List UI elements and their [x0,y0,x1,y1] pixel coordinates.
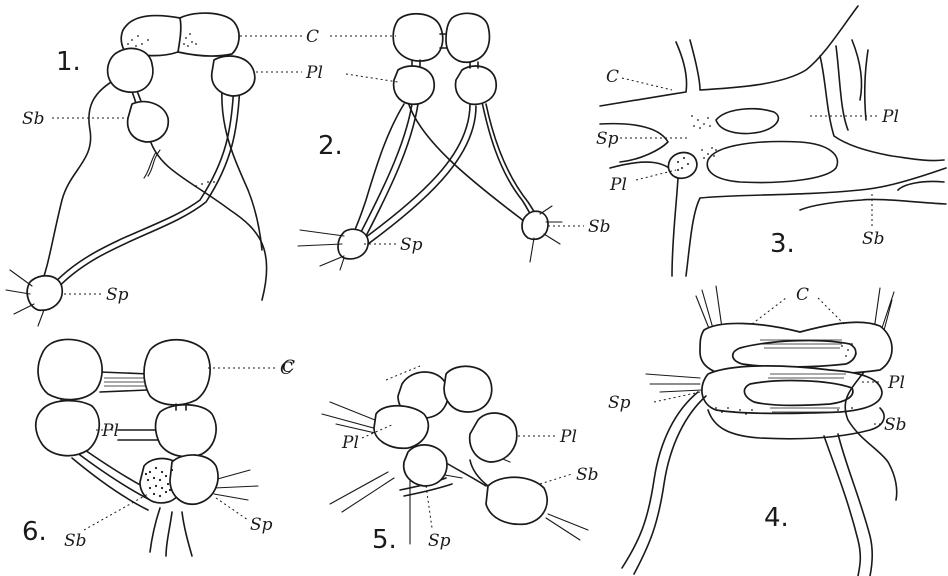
figure-4-label-sp: Sp [608,393,631,413]
figure-1-label-sb: Sb [22,109,45,129]
pleural-ganglion [108,48,153,92]
figure-4-label-pl: Pl [887,373,905,393]
figure-3-label-c: C [606,67,619,87]
figure-3-label-sb: Sb [862,229,885,249]
figure-4: 4. C Pl Sp Sb [608,285,907,576]
figure-2-label-sb: Sb [588,217,611,237]
figure-5-label-pl: Pl [341,433,359,453]
figure-5-label-sp: Sp [428,531,451,551]
figure-1-label-pl: Pl [305,63,323,83]
figure-3: 3. C Pl Sp Pl Sb [596,6,946,276]
figure-6: 6. C Pl Sb Sp [22,339,293,556]
figure-3-label-pl: Pl [881,107,899,127]
cerebral-ganglion [444,366,492,412]
subintestinal-ganglion [128,102,169,142]
pleural-ganglion [470,413,517,462]
supraintestinal-ganglion [404,445,447,486]
figure-3-label-pl-2: Pl [609,175,627,195]
pleural-ganglion [374,406,428,449]
figure-6-label-sp: Sp [250,515,273,535]
cerebral-ganglion [446,13,489,62]
figure-4-label-c: C [796,285,809,305]
cerebral-ganglion [38,339,102,399]
pleural-ganglion [394,66,435,104]
cerebral-ganglion [393,14,442,61]
figure-5-label-pl-2: Pl [559,427,577,447]
figure-2-number: 2. [318,131,343,161]
figure-1: 1. C Pl Sb Sp [6,13,323,326]
pleural-ganglion [456,66,497,104]
pleural-ganglion [156,405,217,457]
figure-5-label-sb: Sb [576,465,599,485]
figure-4-number: 4. [764,503,789,533]
figure-6-number: 6. [22,517,47,547]
pleural-ganglion [36,401,100,456]
figure-1-label-sp: Sp [106,285,129,305]
figure-3-number: 3. [770,229,795,259]
pleural-ganglion [212,56,255,96]
figure-6-label-pl: Pl [101,421,119,441]
cerebral-ganglion [144,340,210,405]
cerebral-ganglion [178,13,239,56]
supraintestinal-ganglion [170,455,218,504]
figure-2-label-sp: Sp [400,235,423,255]
figure-1-label-c: C [306,27,319,47]
figure-5-label-c-visible: C [282,357,295,377]
figure-1-number: 1. [56,47,81,77]
subintestinal-ganglion [486,477,547,524]
figure-6-label-sb: Sb [64,531,87,551]
figure-3-label-sp: Sp [596,129,619,149]
figure-4-label-sb: Sb [884,415,907,435]
figure-5-number: 5. [372,525,397,555]
